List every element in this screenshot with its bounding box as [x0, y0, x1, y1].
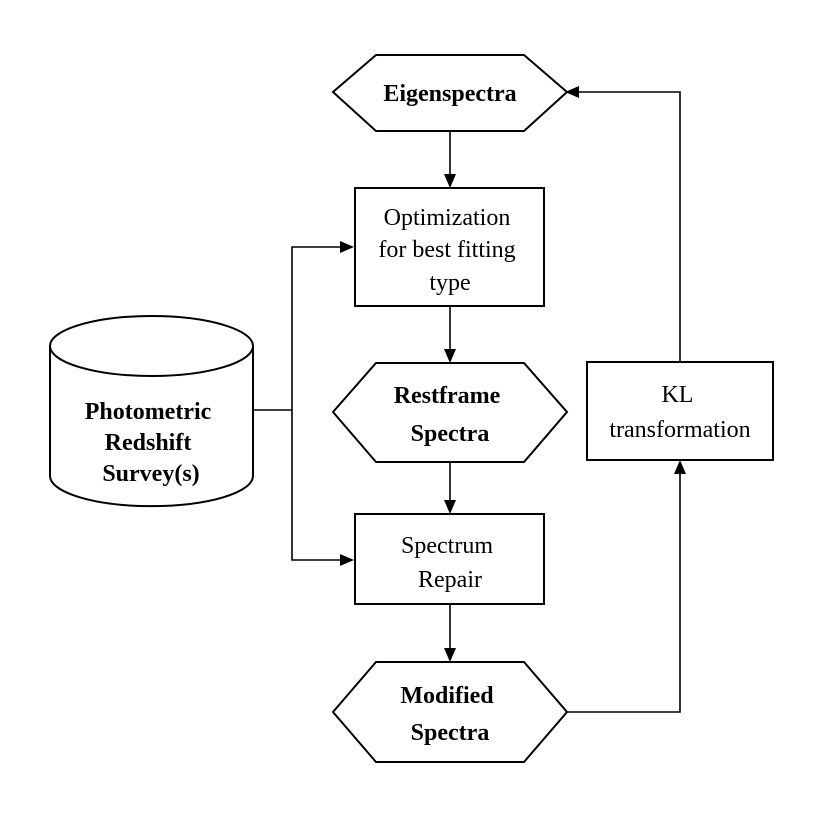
label-line: transformation — [609, 417, 750, 443]
label-line: Survey(s) — [102, 461, 199, 487]
edge-modified-to-kl — [567, 472, 681, 713]
label-line: Repair — [418, 567, 482, 593]
label-line: type — [429, 270, 470, 296]
label-line: Spectra — [411, 720, 490, 746]
cylinder-top — [49, 315, 254, 377]
node-label: Optimization for best fitting type — [378, 205, 521, 296]
label-line: Optimization — [384, 205, 511, 231]
hexagon-shape — [331, 54, 569, 132]
edge-survey-to-repair — [291, 410, 340, 561]
node-eigenspectra: Eigenspectra — [331, 54, 569, 132]
node-restframe-spectra: Restframe Spectra — [331, 362, 569, 463]
process-box — [354, 187, 545, 307]
label-line: Photometric — [85, 399, 212, 425]
label-line: for best fitting — [378, 237, 515, 263]
node-label: Eigenspectra — [383, 81, 516, 107]
node-photometric-survey: Photometric Redshift Survey(s) — [49, 315, 254, 508]
arrowhead — [444, 174, 456, 188]
process-box — [586, 361, 774, 461]
label-line: Eigenspectra — [383, 81, 516, 107]
node-label: Modified Spectra — [400, 683, 499, 746]
node-label: Photometric Redshift Survey(s) — [85, 399, 218, 487]
label-line: Modified — [400, 683, 494, 709]
hexagon-shape — [331, 661, 569, 763]
edge-survey-to-optimization — [253, 246, 340, 411]
arrowhead — [444, 500, 456, 514]
node-modified-spectra: Modified Spectra — [331, 661, 569, 763]
node-optimization: Optimization for best fitting type — [354, 187, 545, 307]
arrowhead — [565, 86, 579, 98]
node-label: Restframe Spectra — [394, 383, 507, 447]
label-line: Spectra — [411, 421, 490, 447]
arrowhead — [444, 349, 456, 363]
arrowhead — [674, 460, 686, 474]
arrowhead — [444, 648, 456, 662]
arrowhead — [340, 241, 354, 253]
cylinder-body — [49, 346, 254, 508]
node-label: Spectrum Repair — [401, 533, 499, 593]
edges — [253, 86, 686, 713]
label-line: Restframe — [394, 383, 501, 409]
edge-kl-to-eigenspectra — [577, 91, 681, 362]
node-label: KL transformation — [609, 382, 750, 443]
arrowhead — [340, 554, 354, 566]
hexagon-shape — [331, 362, 569, 463]
node-kl-transformation: KL transformation — [586, 361, 774, 461]
label-line: KL — [661, 382, 692, 408]
label-line: Spectrum — [401, 533, 493, 559]
node-spectrum-repair: Spectrum Repair — [354, 513, 545, 605]
process-box — [354, 513, 545, 605]
label-line: Redshift — [105, 430, 192, 456]
